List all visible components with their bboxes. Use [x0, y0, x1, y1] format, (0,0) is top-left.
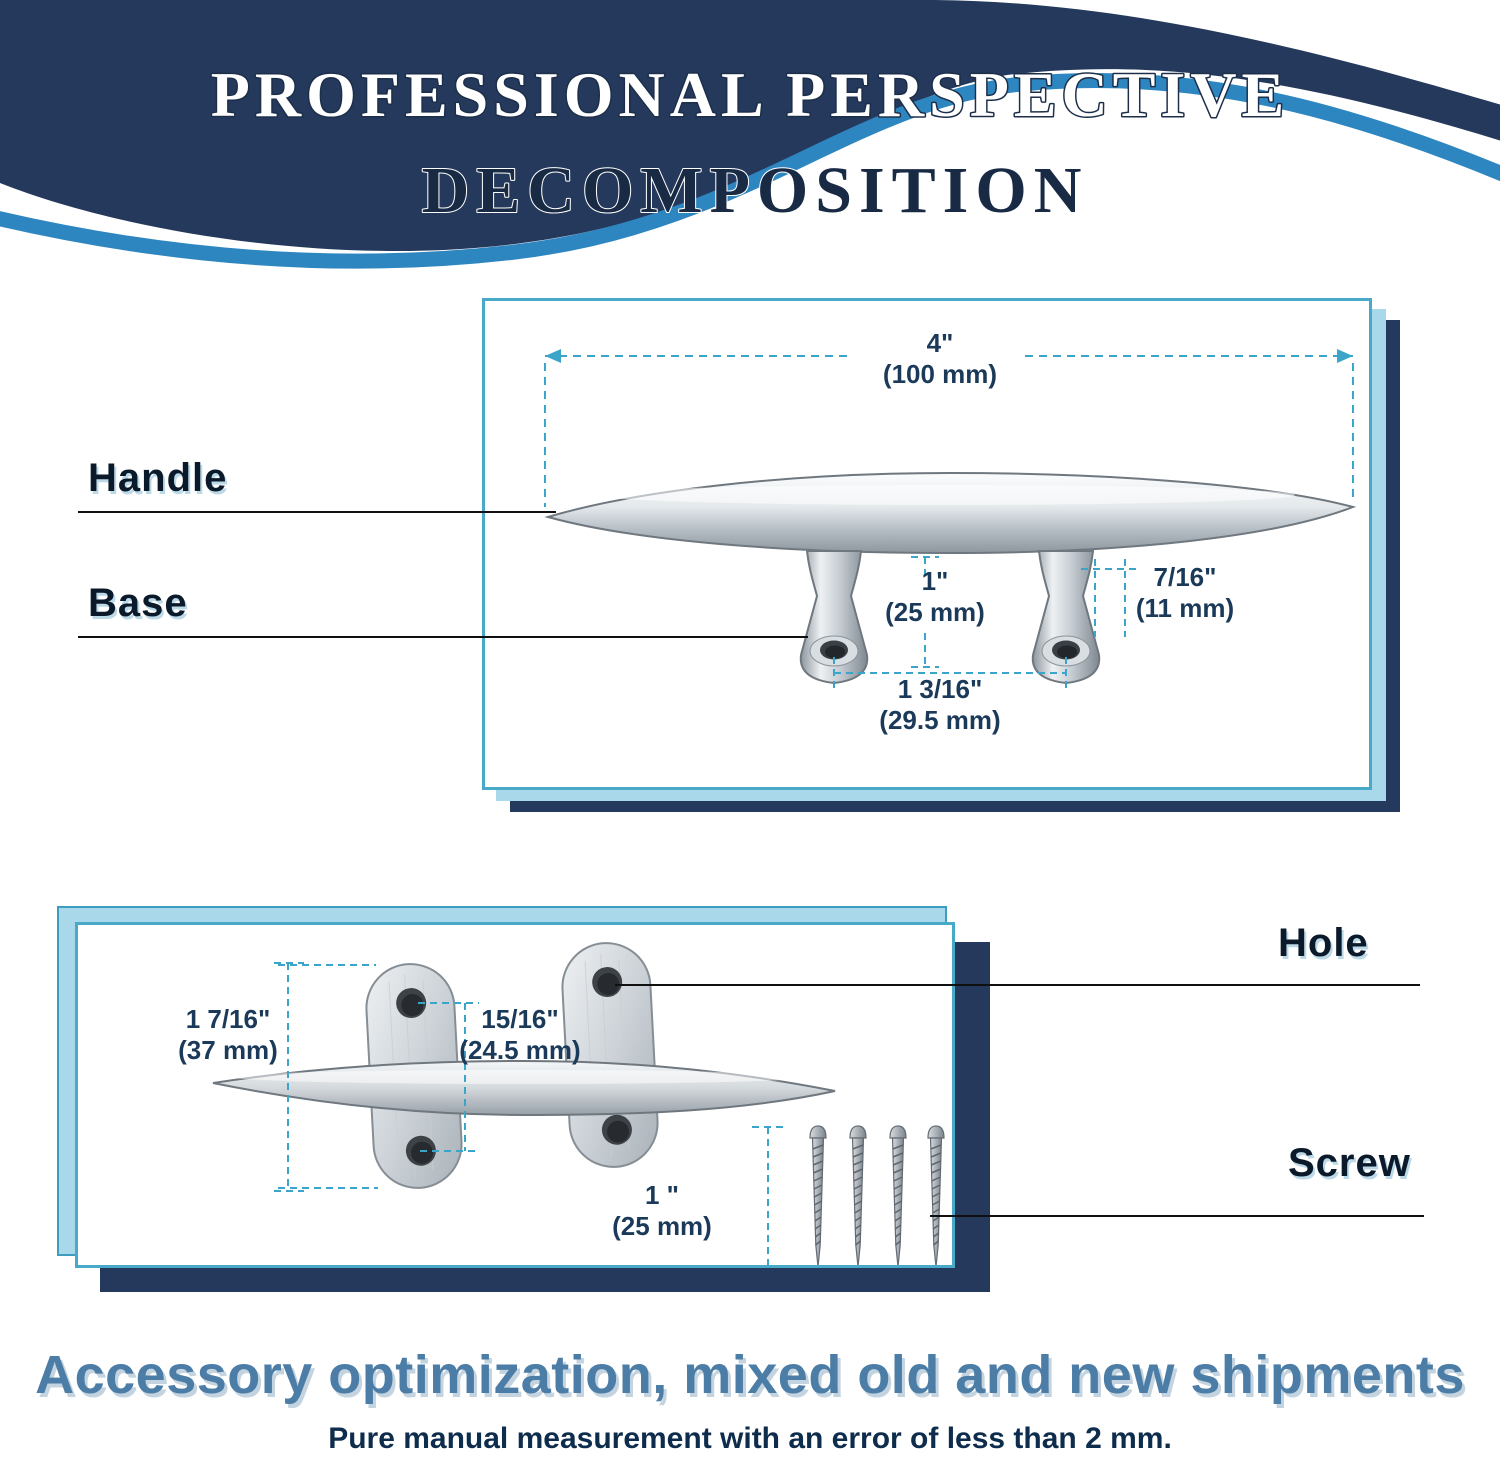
dim-base-height-inch: 1" [921, 566, 949, 596]
dim-hole-distance-lines [418, 1002, 479, 1152]
dim-hole-distance-inch: 15/16" [481, 1004, 559, 1034]
top-diagram-drawing [544, 349, 1357, 689]
dim-screw-length-mm: (25 mm) [612, 1211, 712, 1241]
screw-4 [927, 1125, 945, 1265]
dim-screw-length-inch: 1 " [644, 1180, 679, 1210]
dim-hole-distance: 15/16" (24.5 mm) [440, 1004, 600, 1066]
footer-headline: Accessory optimization, mixed old and ne… [35, 1345, 1465, 1405]
base-label: Base [88, 581, 188, 625]
cleat-handle-highlight [595, 485, 1295, 505]
header-wave-art: PROFESSIONAL PERSPECTIVE DECOMPOSITION [0, 0, 1500, 269]
dim-plate-length-lines [274, 962, 378, 1192]
dim-overall-width-arrows [545, 349, 1353, 363]
header-title-line2: DECOMPOSITION [422, 154, 1089, 227]
header-title-line1: PROFESSIONAL PERSPECTIVE [211, 59, 1289, 130]
screw-3 [889, 1125, 907, 1265]
top-diagram-panel [482, 298, 1372, 790]
dim-overall-width-lines [544, 355, 1354, 507]
dim-hole-spacing: 1 3/16" (29.5 mm) [845, 674, 1035, 736]
dim-base-width-lines [1081, 559, 1139, 637]
cleat-side-view [544, 471, 1357, 685]
dim-base-width: 7/16" (11 mm) [1105, 562, 1265, 624]
hole-pointer-line [615, 984, 1420, 986]
screw-label: Screw [1288, 1141, 1411, 1185]
dim-screw-length: 1 " (25 mm) [582, 1180, 742, 1242]
dim-plate-length-inch: 1 7/16" [185, 1004, 271, 1034]
dim-overall-width-inch: 4" [926, 328, 954, 358]
dim-base-height: 1" (25 mm) [855, 566, 1015, 628]
cleat-top-view [212, 1059, 836, 1117]
header-blue-swoosh [0, 73, 1500, 269]
dim-plate-length: 1 7/16" (37 mm) [138, 1004, 318, 1066]
handle-label: Handle [88, 456, 228, 500]
dim-hole-spacing-mm: (29.5 mm) [879, 705, 1001, 735]
dim-screw-length-lines [752, 1126, 784, 1265]
footer-subline: Pure manual measurement with an error of… [328, 1422, 1172, 1455]
dim-base-width-mm: (11 mm) [1135, 593, 1235, 623]
header-navy-wave [0, 0, 1500, 252]
dim-base-height-lines [911, 556, 939, 668]
bottom-diagram-panel [75, 922, 955, 1268]
dim-hole-spacing-lines [833, 657, 1067, 689]
dim-overall-width-mm: (100 mm) [882, 359, 998, 389]
screw-2 [849, 1125, 867, 1265]
bottom-diagram-drawing [212, 942, 945, 1265]
cleat-handle [544, 471, 1357, 555]
dim-hole-spacing-inch: 1 3/16" [897, 674, 983, 704]
dim-plate-length-mm: (37 mm) [178, 1035, 278, 1065]
hole-label: Hole [1278, 921, 1369, 965]
screw-1 [809, 1125, 827, 1265]
cleat-top-view-highlight [233, 1070, 813, 1084]
base-pointer-line [78, 636, 808, 638]
dim-base-height-mm: (25 mm) [885, 597, 985, 627]
handle-pointer-line [78, 511, 556, 513]
cleat-leg-right [1031, 550, 1101, 685]
screws [809, 1125, 945, 1265]
screw-pointer-line [930, 1215, 1424, 1217]
dim-overall-width: 4" (100 mm) [850, 328, 1030, 390]
dim-hole-distance-mm: (24.5 mm) [459, 1035, 581, 1065]
dim-base-width-inch: 7/16" [1153, 562, 1217, 592]
